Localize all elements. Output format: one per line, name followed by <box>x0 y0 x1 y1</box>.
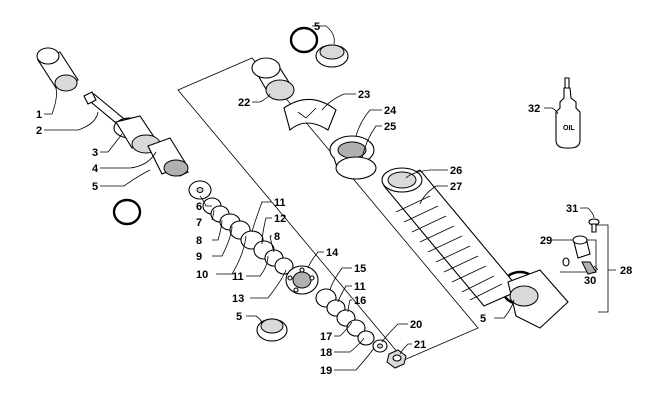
callout-labels: 1 2 3 4 5 6 7 8 9 10 11 12 8 11 13 14 15… <box>36 21 632 377</box>
callout-5-lower: 5 <box>236 311 242 323</box>
part-14-piston <box>285 265 319 295</box>
part-4-bearing <box>147 137 189 177</box>
callout-19: 19 <box>320 365 332 377</box>
callout-24: 24 <box>384 105 397 117</box>
part-3-seal-head <box>113 115 161 154</box>
callout-20: 20 <box>410 319 422 331</box>
part-23-retainer <box>283 98 337 131</box>
callout-3: 3 <box>92 147 98 159</box>
callout-27: 27 <box>450 181 462 193</box>
callout-30: 30 <box>584 275 596 287</box>
callout-10: 10 <box>196 269 208 281</box>
part-5-top-band <box>315 44 349 68</box>
part-24-25-adjuster <box>329 135 377 180</box>
leader-lines <box>44 25 599 371</box>
part-21-nut <box>386 349 407 369</box>
callout-11-right: 11 <box>354 281 366 293</box>
callout-25: 25 <box>384 121 396 133</box>
callout-8-right: 8 <box>274 231 280 243</box>
callout-9: 9 <box>196 251 202 263</box>
callout-14: 14 <box>326 247 339 259</box>
bracket-28 <box>592 224 616 313</box>
callout-26: 26 <box>450 165 462 177</box>
part-body-end <box>507 269 569 329</box>
callout-5-right: 5 <box>480 313 486 325</box>
callout-28: 28 <box>620 265 632 277</box>
valve-washer-stack <box>188 180 294 275</box>
callout-31: 31 <box>566 203 578 215</box>
part-31-screw <box>588 218 600 233</box>
o-ring-left <box>112 198 142 226</box>
callout-13: 13 <box>232 293 244 305</box>
part-22-cap <box>251 57 295 101</box>
callout-21: 21 <box>414 339 426 351</box>
group-frame <box>177 57 479 361</box>
part-30-schrader-cap <box>581 261 597 275</box>
lower-washer-stack <box>315 288 388 353</box>
callout-11-top: 11 <box>274 197 286 209</box>
callout-11-mid: 11 <box>232 271 244 283</box>
part-29-fitting <box>572 235 591 259</box>
callout-29: 29 <box>540 235 552 247</box>
callout-23: 23 <box>358 89 370 101</box>
o-ring-top <box>289 26 319 54</box>
callout-18: 18 <box>320 347 332 359</box>
part-1-bumper <box>36 47 79 92</box>
callout-7: 7 <box>196 217 202 229</box>
callout-17: 17 <box>320 331 332 343</box>
small-fitting <box>562 257 570 267</box>
callout-16: 16 <box>354 295 366 307</box>
callout-6: 6 <box>196 201 202 213</box>
callout-22: 22 <box>238 97 250 109</box>
oil-label: OIL <box>563 125 575 132</box>
callout-8-left: 8 <box>196 235 202 247</box>
callout-1: 1 <box>36 109 42 121</box>
callout-4: 4 <box>92 163 99 175</box>
part-32-oil-bottle: OIL <box>555 77 581 149</box>
callout-12: 12 <box>274 213 286 225</box>
callout-32: 32 <box>528 103 540 115</box>
part-5-wear-band <box>256 318 288 342</box>
callout-2: 2 <box>36 125 42 137</box>
callout-5-top: 5 <box>314 21 320 33</box>
callout-15: 15 <box>354 263 366 275</box>
callout-5-left: 5 <box>92 181 98 193</box>
